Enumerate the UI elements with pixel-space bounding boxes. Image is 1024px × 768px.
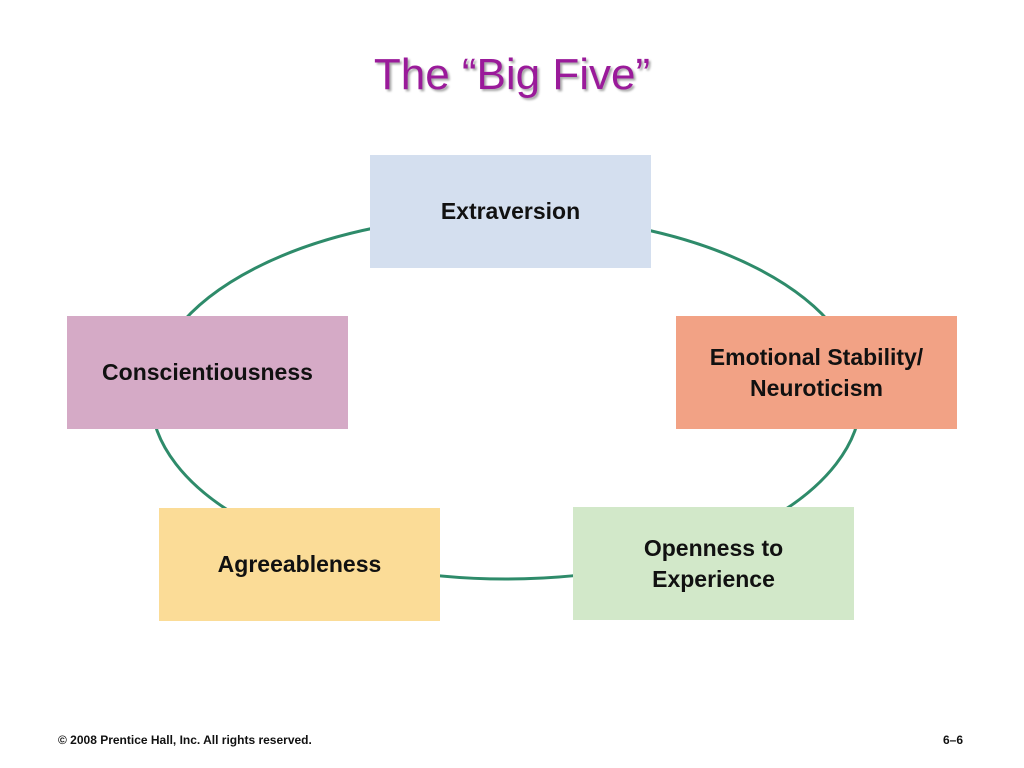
- slide-title: The “Big Five”: [373, 50, 651, 99]
- trait-box-emotional-stability: Emotional Stability/ Neuroticism: [676, 316, 957, 429]
- trait-box-agreeableness: Agreeableness: [159, 508, 440, 621]
- trait-box-openness: Openness to Experience: [573, 507, 854, 620]
- footer-copyright: © 2008 Prentice Hall, Inc. All rights re…: [58, 733, 312, 747]
- trait-box-conscientiousness: Conscientiousness: [67, 316, 348, 429]
- trait-box-extraversion: Extraversion: [370, 155, 651, 268]
- footer-page-number: 6–6: [942, 733, 963, 747]
